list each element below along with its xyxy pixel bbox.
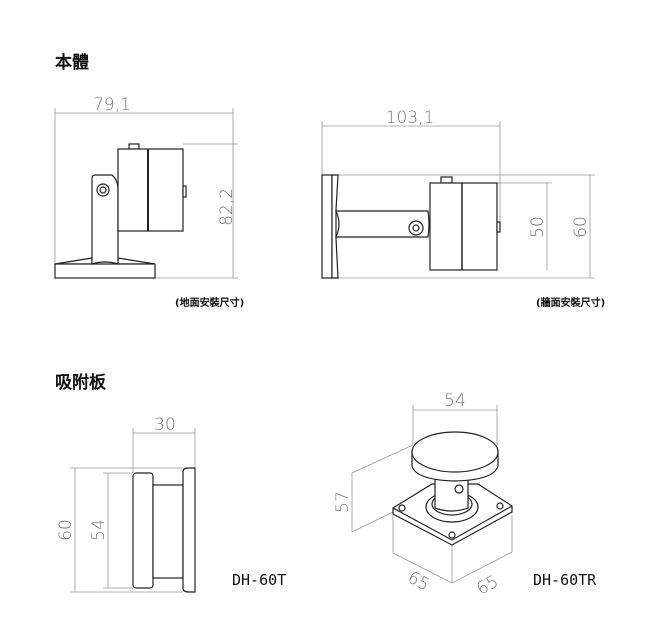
plate-iso-view: 54 57 65 65 DH-60TR xyxy=(333,391,597,599)
floor-mount-view: 79,1 82,2 (地面安裝尺寸) xyxy=(54,95,244,309)
section-title-body: 本體 xyxy=(55,52,89,73)
plate-side-view: 30 60 54 DH-60T xyxy=(56,415,286,593)
wall-caption: (牆面安裝尺寸) xyxy=(536,296,605,309)
dim-iso-height: 57 xyxy=(333,491,353,513)
dim-plate-depth: 30 xyxy=(154,415,176,435)
dim-wall-body-height: 50 xyxy=(528,216,548,238)
model-label-dh60t: DH-60T xyxy=(232,571,286,589)
dim-plate-inner: 54 xyxy=(89,519,109,541)
dim-iso-side-b: 65 xyxy=(473,572,501,600)
dim-wall-total-height: 60 xyxy=(571,216,591,238)
dim-floor-height: 82,2 xyxy=(217,188,237,226)
dim-wall-width: 103,1 xyxy=(386,108,435,128)
dim-iso-diameter: 54 xyxy=(444,391,466,411)
section-title-plate: 吸附板 xyxy=(55,372,107,393)
model-label-dh60tr: DH-60TR xyxy=(533,571,597,589)
floor-caption: (地面安裝尺寸) xyxy=(175,296,244,309)
wall-mount-view: 103,1 50 60 (牆面安裝尺寸) xyxy=(321,108,605,309)
dim-iso-side-a: 65 xyxy=(404,568,432,596)
dim-plate-outer: 60 xyxy=(56,519,76,541)
dim-floor-width: 79,1 xyxy=(93,95,131,115)
